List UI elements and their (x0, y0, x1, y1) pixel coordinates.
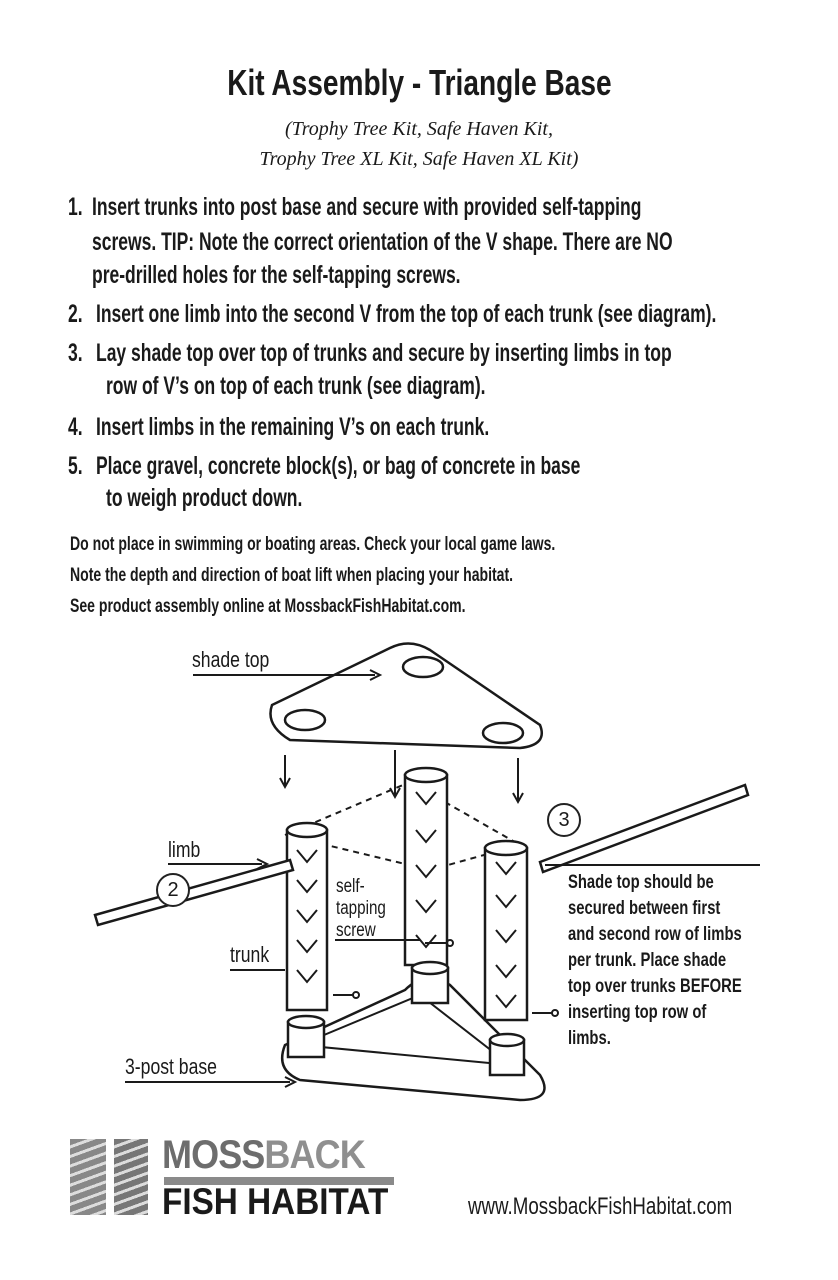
step-5-line: to weigh product down. (106, 484, 303, 512)
down-arrows (279, 750, 524, 805)
screws (333, 939, 559, 1017)
step-2-number: 2. (68, 300, 83, 328)
callout-2: 2 (156, 873, 190, 907)
subtitle-line-1: (Trophy Tree Kit, Safe Haven Kit, (285, 118, 553, 140)
step-1-line: screws. TIP: Note the correct orientatio… (92, 228, 673, 256)
website-url[interactable]: www.MossbackFishHabitat.com (468, 1193, 733, 1220)
subtitle-line-2: Trophy Tree XL Kit, Safe Haven XL Kit) (259, 148, 579, 170)
trunks (285, 766, 529, 1022)
note-line: Do not place in swimming or boating area… (70, 533, 556, 555)
note-line: Note the depth and direction of boat lif… (70, 564, 514, 586)
label-trunk: trunk (230, 942, 270, 967)
step-1-line: pre-drilled holes for the self-tapping s… (92, 261, 461, 289)
shade-top-shape (269, 642, 543, 750)
mossback-logo: MOSSBACK FISH HABITAT (70, 1133, 410, 1222)
posts (286, 960, 526, 1077)
step-5-number: 5. (68, 452, 83, 480)
label-shade-top: shade top (192, 647, 270, 672)
step-3-line: Lay shade top over top of trunks and sec… (96, 339, 672, 367)
step-1-line: Insert trunks into post base and secure … (92, 193, 642, 221)
step-3-line: row of V’s on top of each trunk (see dia… (106, 372, 486, 400)
label-limb: limb (168, 837, 201, 862)
logo-emblem (114, 1139, 148, 1215)
label-3-post-base: 3-post base (125, 1054, 217, 1079)
v-marks (296, 791, 517, 1009)
step-2-line: Insert one limb into the second V from t… (96, 300, 717, 328)
step-4-number: 4. (68, 413, 83, 441)
limb-2 (93, 858, 295, 927)
step-1-number: 1. (68, 193, 83, 221)
logo-emblem (70, 1139, 106, 1215)
step-5-line: Place gravel, concrete block(s), or bag … (96, 452, 581, 480)
page-title: Kit Assembly - Triangle Base (226, 62, 612, 103)
callout-3: 3 (547, 803, 581, 837)
note-line: See product assembly online at MossbackF… (70, 595, 466, 617)
step-4-line: Insert limbs in the remaining V’s on eac… (96, 413, 490, 441)
limb-3 (538, 783, 750, 874)
step-3-number: 3. (68, 339, 83, 367)
